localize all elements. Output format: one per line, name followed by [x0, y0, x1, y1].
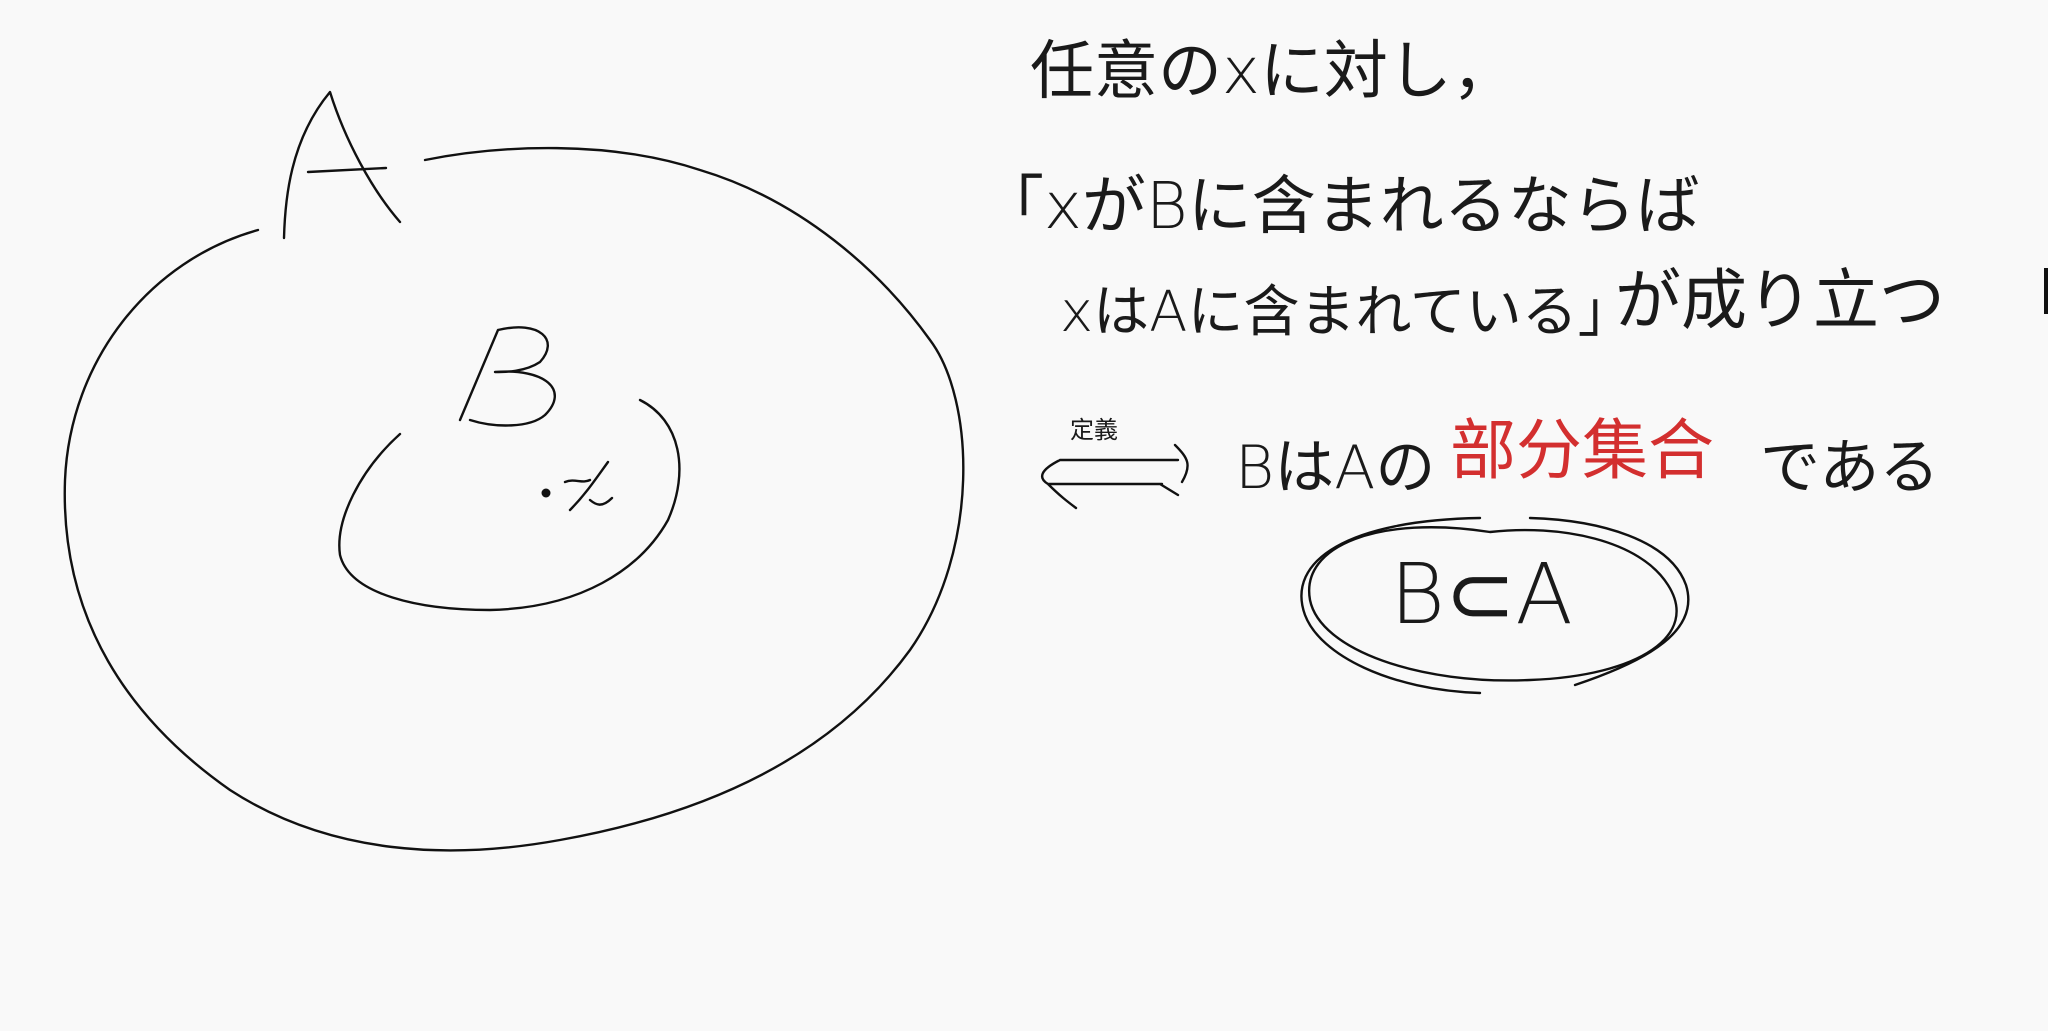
definition-label: 定義	[1070, 416, 1118, 444]
notation-outer-ellipse	[1300, 516, 1690, 695]
subset-notation: B⊂A	[1390, 545, 1573, 643]
conclusion-before: BはAの	[1235, 433, 1436, 503]
conclusion-after: である	[1760, 433, 1940, 503]
set-b-label-glyph	[458, 326, 556, 427]
set-b-boundary	[338, 398, 681, 612]
edge-stroke	[2044, 268, 2048, 314]
statement-line-3-prefix: xはAに含まれている」	[1060, 280, 1634, 345]
statement-line-1: 任意のxに対し，	[1030, 35, 1516, 109]
element-x-glyph	[563, 460, 614, 512]
statement-line-3-suffix: が成り立つ	[1615, 262, 1945, 339]
statement-line-2: 「xがBに含まれるならば	[980, 170, 1700, 244]
set-a-boundary	[63, 146, 965, 852]
subset-term: 部分集合	[1450, 412, 1714, 489]
notation-inner-ellipse	[1307, 526, 1678, 682]
set-a-label-glyph	[282, 90, 402, 240]
element-point	[541, 488, 551, 498]
double-arrow	[1040, 443, 1189, 510]
